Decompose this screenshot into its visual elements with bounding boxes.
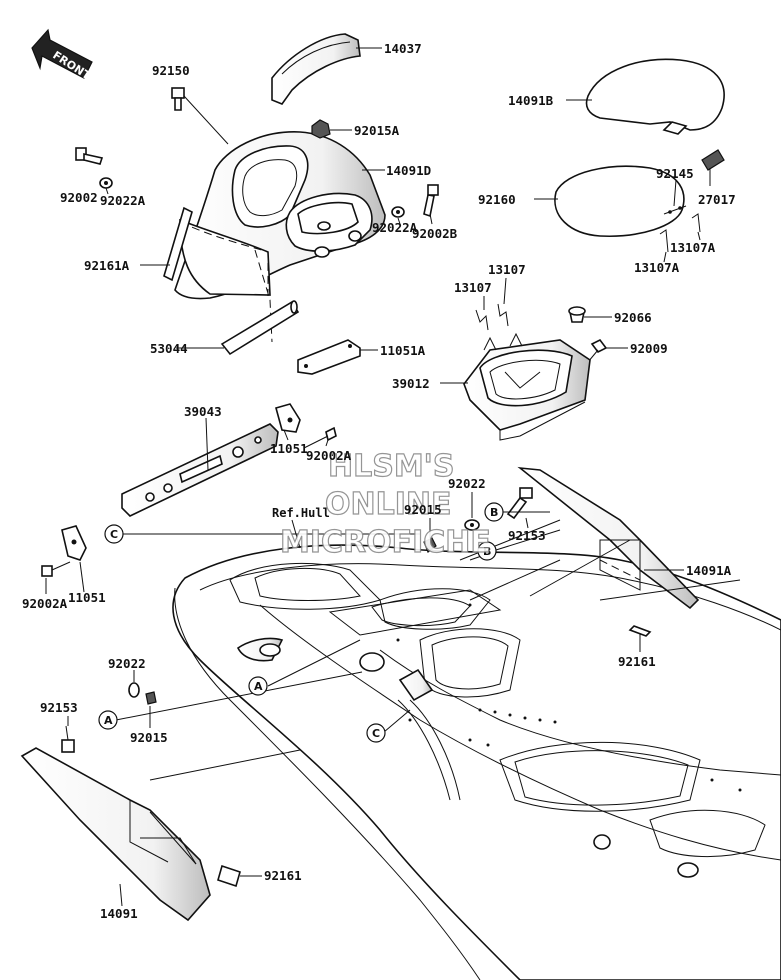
- label-92150: 92150: [152, 63, 190, 78]
- label-92160: 92160: [478, 192, 516, 207]
- washer-92022-top: [464, 519, 480, 531]
- bolt-92002A-top: [303, 426, 337, 449]
- label-92022A-right: 92022A: [372, 220, 418, 235]
- label-14037: 14037: [384, 41, 422, 56]
- bolt-92002B: [423, 184, 439, 218]
- bolt-92153-left: [61, 725, 75, 753]
- label-92161-bottom: 92161: [264, 868, 302, 883]
- callout-a-upper: A: [248, 676, 268, 696]
- clip-13107-pair: [475, 303, 509, 331]
- clip-13107A-upper: [691, 213, 701, 233]
- strip-92161-right: [628, 625, 652, 637]
- washer-92022A-right: [391, 206, 405, 218]
- bracket-11051-top: [275, 403, 301, 433]
- part-labels: 14037 92150 92015A 14091D 92002 92022A 9…: [22, 41, 736, 921]
- hull-body: [172, 544, 781, 980]
- label-92015-mid: 92015: [404, 502, 442, 517]
- label-53044: 53044: [150, 341, 188, 356]
- label-92015-bottom: 92015: [130, 730, 168, 745]
- hood-14091D: [174, 131, 386, 343]
- watermark-line-3: MICROFICHE: [280, 525, 491, 560]
- callout-c-lower: C: [366, 723, 386, 743]
- callout-c-upper: C: [104, 524, 124, 544]
- bolt-92150: [171, 87, 229, 145]
- label-92015A: 92015A: [354, 123, 400, 138]
- front-arrow-icon: FRONT: [31, 28, 93, 83]
- bolt-92002A-bottom: [41, 561, 71, 577]
- washer-92022-bottom: [128, 682, 140, 698]
- label-92022-bottom: 92022: [108, 656, 146, 671]
- washer-92022A-left: [99, 177, 113, 189]
- label-92022-top: 92022: [448, 476, 486, 491]
- label-39012: 39012: [392, 376, 430, 391]
- rod-53044: [220, 300, 300, 356]
- clip-92015A: [311, 119, 331, 139]
- label-11051-top: 11051: [270, 441, 308, 456]
- label-92002A-bottom: 92002A: [22, 596, 68, 611]
- strip-92161-bottom: [217, 864, 241, 888]
- nut-92015-mid: [423, 537, 437, 553]
- lid-14091B: [585, 58, 725, 135]
- clips-92145: [663, 205, 687, 215]
- screw-92009: [587, 338, 608, 363]
- callout-b-lower: B: [477, 541, 497, 561]
- label-92002: 92002: [60, 190, 98, 205]
- watermark-line-1: HLSM'S: [328, 449, 454, 484]
- label-92022A-left: 92022A: [100, 193, 146, 208]
- watermark-line-2: ONLINE: [325, 487, 452, 522]
- label-11051A: 11051A: [380, 343, 426, 358]
- label-27017: 27017: [698, 192, 736, 207]
- watermark: HLSM'S ONLINE MICROFICHE: [279, 448, 491, 560]
- pad-92160: [554, 165, 685, 237]
- grommet-92066: [568, 306, 586, 323]
- bracket-11051A: [297, 339, 361, 375]
- svg-text:A: A: [254, 680, 263, 693]
- svg-text:B: B: [483, 545, 491, 558]
- label-ref-hull: Ref.Hull: [272, 506, 330, 520]
- svg-text:A: A: [104, 714, 113, 727]
- label-92002B: 92002B: [412, 226, 458, 241]
- label-92153-right: 92153: [508, 528, 546, 543]
- label-13107A-lower: 13107A: [634, 260, 680, 275]
- label-92066: 92066: [614, 310, 652, 325]
- leader-lines: [45, 47, 741, 907]
- label-13107A-upper: 13107A: [670, 240, 716, 255]
- bolt-92002: [75, 147, 104, 165]
- label-92161-right: 92161: [618, 654, 656, 669]
- label-11051-bottom: 11051: [68, 590, 106, 605]
- label-92002A-top: 92002A: [306, 448, 352, 463]
- label-14091A: 14091A: [686, 563, 732, 578]
- label-13107-top: 13107: [488, 262, 526, 277]
- callout-b-upper: B: [484, 502, 504, 522]
- label-13107: 13107: [454, 280, 492, 295]
- label-92009: 92009: [630, 341, 668, 356]
- svg-text:C: C: [110, 528, 118, 541]
- label-92145: 92145: [656, 166, 694, 181]
- clip-13107A-lower: [659, 229, 669, 253]
- case-39012: [463, 332, 591, 441]
- bracket-11051-bottom: [61, 525, 87, 561]
- side-cover-14091: [20, 747, 211, 922]
- nut-92015-bottom: [145, 691, 157, 705]
- grommet-27017: [701, 149, 725, 171]
- label-14091D: 14091D: [386, 163, 431, 178]
- svg-text:B: B: [490, 506, 498, 519]
- side-cover-14091A: [517, 466, 700, 610]
- callout-a-lower: A: [98, 710, 118, 730]
- panel-39043: [121, 423, 279, 517]
- bolt-92153-right: [506, 487, 533, 520]
- label-92153-left: 92153: [40, 700, 78, 715]
- rail-14037: [271, 33, 361, 105]
- svg-text:C: C: [372, 727, 380, 740]
- label-92161A: 92161A: [84, 258, 130, 273]
- label-39043: 39043: [184, 404, 222, 419]
- strip-92161A: [163, 206, 193, 282]
- label-14091: 14091: [100, 906, 138, 921]
- label-14091B: 14091B: [508, 93, 554, 108]
